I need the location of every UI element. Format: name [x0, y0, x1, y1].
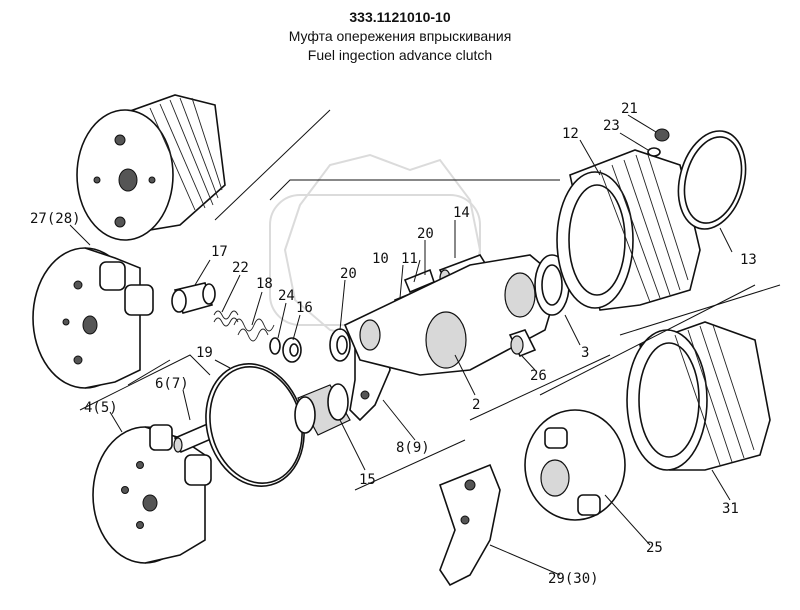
part-19-oring [205, 363, 305, 487]
label-12: 12 [562, 126, 579, 142]
label-20-mid: 20 [340, 266, 357, 282]
title-russian: Муфта опережения впрыскивания [288, 28, 512, 44]
label-15: 15 [359, 472, 376, 488]
part-17-bushing [171, 282, 216, 314]
label-31: 31 [722, 501, 739, 517]
label-19: 19 [196, 345, 213, 361]
part-13-ring [677, 130, 747, 230]
label-24: 24 [278, 288, 295, 304]
part-4-flange [92, 424, 212, 564]
part-12-drum [556, 149, 701, 311]
label-13: 13 [740, 252, 757, 268]
label-11: 11 [401, 251, 418, 267]
part-31-cylinder [626, 321, 771, 471]
part-16-ring [282, 337, 302, 363]
label-25: 25 [646, 540, 663, 556]
part-23-washer [647, 147, 661, 157]
label-27-28: 27(28) [30, 211, 81, 227]
label-20-top: 20 [417, 226, 434, 242]
part-number: 333.1121010-10 [349, 9, 451, 25]
callout-labels: 21 23 12 14 13 27(28) 17 22 20 20 10 11 … [30, 101, 757, 587]
part-18-spring [233, 318, 275, 342]
title-english: Fuel ingection advance clutch [307, 47, 493, 63]
label-3: 3 [581, 345, 589, 361]
part-22-spring [213, 310, 239, 327]
part-20-ring [329, 328, 351, 362]
part-29-lever [439, 463, 501, 587]
label-23: 23 [603, 118, 620, 134]
part-housing-cylinder [76, 94, 226, 241]
label-8-9: 8(9) [396, 440, 430, 456]
part-25-hub [524, 409, 626, 521]
label-18: 18 [256, 276, 273, 292]
label-6-7: 6(7) [155, 376, 189, 392]
part-2-hub [343, 254, 561, 376]
part-21-plug [654, 128, 670, 142]
label-10: 10 [372, 251, 389, 267]
label-14: 14 [453, 205, 470, 221]
label-2: 2 [472, 397, 480, 413]
part-24-washer [269, 337, 281, 355]
leader-lines [69, 114, 733, 576]
label-21: 21 [621, 101, 638, 117]
label-26: 26 [530, 368, 547, 384]
part-15-sleeve [294, 383, 351, 436]
part-26-bushing [508, 329, 537, 358]
label-16: 16 [296, 300, 313, 316]
label-29-30: 29(30) [548, 571, 599, 587]
label-22: 22 [232, 260, 249, 276]
label-17: 17 [211, 244, 228, 260]
title-block: 333.1121010-10 Муфта опережения впрыскив… [0, 8, 800, 65]
bracket-lines [79, 109, 781, 491]
part-27-flange [32, 247, 154, 389]
label-4-5: 4(5) [84, 400, 118, 416]
